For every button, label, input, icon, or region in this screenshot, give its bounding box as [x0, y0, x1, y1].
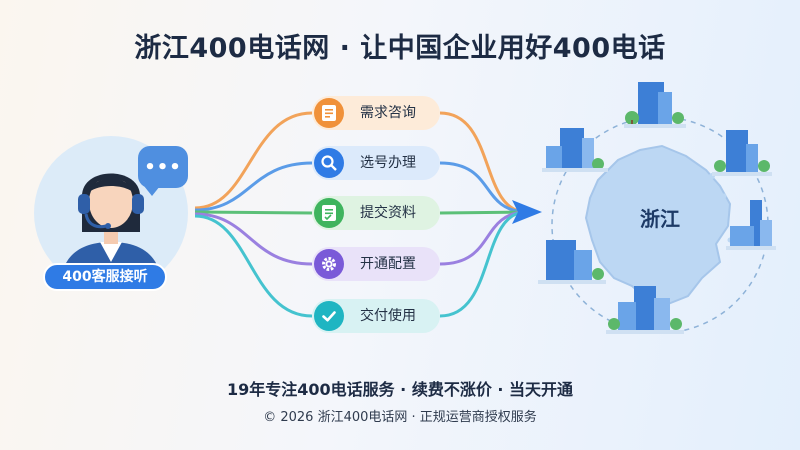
- step-submit-docs: 提交资料: [312, 196, 440, 230]
- form-icon: [314, 198, 344, 228]
- arrow-right-icon: [512, 200, 542, 224]
- check-icon: [314, 301, 344, 331]
- step-label: 选号办理: [360, 155, 416, 171]
- step-label: 需求咨询: [360, 105, 416, 121]
- flow-line-2-right: [439, 161, 526, 214]
- step-activate-config: 开通配置: [312, 247, 440, 281]
- step-label: 开通配置: [360, 256, 416, 272]
- tagline: 19年专注400电话服务 · 续费不涨价 · 当天开通: [226, 380, 574, 399]
- building-icon-left-top: [542, 128, 608, 172]
- flow-line-2-left: [194, 161, 313, 212]
- step-label: 交付使用: [360, 308, 416, 324]
- copyright: © 2026 浙江400电话网 · 正规运营商授权服务: [263, 410, 537, 425]
- building-icon-bottom: [606, 286, 684, 334]
- building-icon-right-top: [712, 130, 772, 176]
- step-demand-consult: 需求咨询: [312, 96, 440, 130]
- document-icon: [314, 98, 344, 128]
- flow-line-1-left: [194, 111, 313, 210]
- page-title: 浙江400电话网 · 让中国企业用好400电话: [134, 33, 666, 64]
- agent-badge: 400客服接听: [43, 263, 167, 291]
- flow-line-1-right: [439, 111, 526, 214]
- flow-line-3-right: [439, 210, 526, 215]
- search-icon: [314, 148, 344, 178]
- flow-line-4-right: [439, 210, 526, 266]
- building-icon-right: [726, 200, 776, 250]
- step-select-number: 选号办理: [312, 146, 440, 180]
- chat-bubble-icon: •••: [138, 146, 188, 196]
- building-icon-left-bottom: [538, 240, 606, 284]
- building-icon-top: [624, 82, 686, 128]
- gear-icon: [314, 249, 344, 279]
- zhejiang-map-icon: [584, 144, 732, 306]
- flow-line-5-left: [194, 214, 313, 318]
- flow-line-4-left: [194, 212, 313, 266]
- flow-line-5-right: [439, 210, 526, 318]
- step-label: 提交资料: [360, 205, 416, 221]
- map-label: 浙江: [640, 207, 680, 231]
- flow-line-3-left: [194, 210, 313, 215]
- step-deliver-use: 交付使用: [312, 299, 440, 333]
